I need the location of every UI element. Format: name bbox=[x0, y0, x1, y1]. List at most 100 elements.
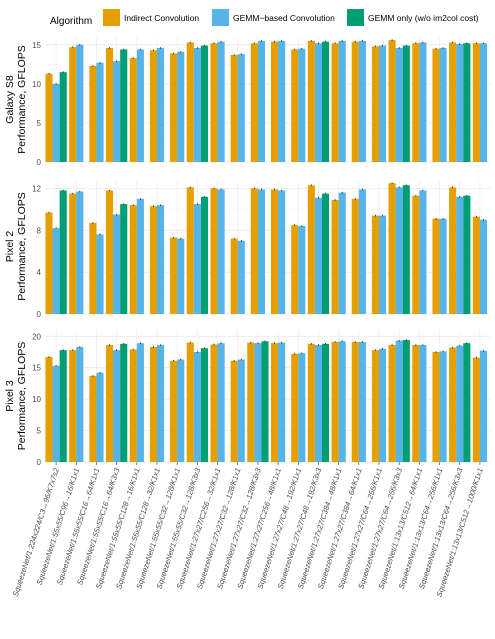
bar bbox=[371, 46, 379, 162]
bar bbox=[412, 43, 420, 162]
bar bbox=[200, 196, 209, 314]
bar bbox=[314, 43, 323, 162]
bar bbox=[419, 190, 427, 314]
legend-item: Indirect Convolution bbox=[103, 9, 199, 26]
y-tick-label: 20 bbox=[32, 332, 41, 341]
legend-item: GEMM−based Convolution bbox=[212, 9, 335, 26]
bar bbox=[338, 192, 346, 314]
bar bbox=[322, 343, 330, 462]
bar bbox=[52, 365, 60, 462]
bar bbox=[388, 183, 396, 314]
bar bbox=[186, 187, 194, 314]
panel-label: Pixel 3 bbox=[4, 380, 16, 412]
bar bbox=[254, 343, 262, 462]
bar bbox=[419, 345, 427, 462]
bar bbox=[463, 195, 471, 314]
bar bbox=[307, 185, 315, 314]
bar bbox=[230, 238, 238, 314]
bar bbox=[45, 357, 53, 462]
bar bbox=[193, 47, 201, 162]
y-tick-label: 0 bbox=[37, 158, 42, 167]
bar bbox=[59, 72, 67, 162]
y-tick-label: 4 bbox=[37, 268, 42, 277]
bar bbox=[200, 45, 209, 162]
bar bbox=[439, 351, 447, 462]
bar bbox=[298, 48, 306, 162]
y-tick-label: 15 bbox=[32, 364, 41, 373]
bar bbox=[412, 195, 420, 314]
bar bbox=[472, 43, 480, 162]
bar bbox=[69, 47, 77, 162]
y-axis-title: Performance, GFLOPS bbox=[16, 342, 28, 451]
bars bbox=[45, 39, 488, 162]
bar bbox=[270, 343, 279, 462]
bar bbox=[45, 73, 53, 162]
bar bbox=[291, 353, 299, 462]
bar bbox=[388, 40, 396, 162]
bar bbox=[186, 42, 194, 162]
bar bbox=[113, 350, 121, 462]
y-tick-label: 5 bbox=[37, 427, 42, 436]
bar bbox=[479, 43, 488, 162]
bar bbox=[278, 40, 286, 162]
bar bbox=[261, 341, 269, 462]
bar bbox=[45, 212, 53, 314]
bars bbox=[45, 339, 488, 462]
bar bbox=[177, 51, 185, 162]
legend-item: GEMM only (w/o im2col cost) bbox=[347, 9, 479, 26]
bar bbox=[395, 340, 403, 462]
bar bbox=[456, 345, 464, 462]
panel-label: Pixel 2 bbox=[4, 231, 16, 263]
bar bbox=[388, 345, 396, 462]
bar bbox=[432, 352, 440, 462]
bar bbox=[463, 343, 471, 462]
bar bbox=[278, 342, 286, 462]
bar bbox=[331, 43, 339, 162]
bar bbox=[96, 372, 104, 462]
bar bbox=[129, 349, 137, 462]
bar bbox=[463, 43, 471, 162]
bar bbox=[250, 43, 258, 162]
bar bbox=[149, 206, 157, 314]
bar bbox=[419, 42, 427, 162]
bar bbox=[136, 198, 144, 314]
bar bbox=[136, 343, 144, 462]
bar bbox=[270, 189, 279, 314]
bar bbox=[217, 189, 225, 314]
bar bbox=[432, 218, 440, 314]
bar bbox=[170, 237, 178, 314]
y-tick-label: 10 bbox=[32, 80, 41, 89]
bar bbox=[412, 345, 420, 462]
y-tick-label: 0 bbox=[37, 310, 42, 319]
bar bbox=[129, 58, 137, 162]
bar bbox=[52, 83, 60, 162]
bar bbox=[105, 345, 114, 462]
bar bbox=[371, 215, 379, 314]
bar bbox=[338, 40, 346, 162]
bar bbox=[278, 190, 286, 314]
bar bbox=[402, 340, 410, 462]
bar bbox=[170, 360, 178, 462]
bar bbox=[186, 342, 194, 462]
bar bbox=[69, 193, 77, 314]
bar bbox=[351, 341, 359, 462]
bar bbox=[230, 54, 238, 162]
bar bbox=[96, 62, 104, 162]
bar bbox=[217, 343, 225, 462]
legend-swatch bbox=[212, 9, 229, 26]
bar bbox=[129, 205, 137, 314]
bar bbox=[472, 216, 480, 314]
bar bbox=[113, 214, 121, 314]
bar bbox=[322, 193, 330, 314]
bar bbox=[270, 41, 279, 162]
legend-label: Indirect Convolution bbox=[124, 13, 199, 23]
bar bbox=[113, 61, 121, 162]
y-tick-label: 5 bbox=[37, 119, 42, 128]
y-axis-title: Performance, GFLOPS bbox=[16, 45, 28, 154]
bar bbox=[200, 348, 209, 462]
bar bbox=[177, 359, 185, 462]
bar bbox=[89, 222, 97, 314]
